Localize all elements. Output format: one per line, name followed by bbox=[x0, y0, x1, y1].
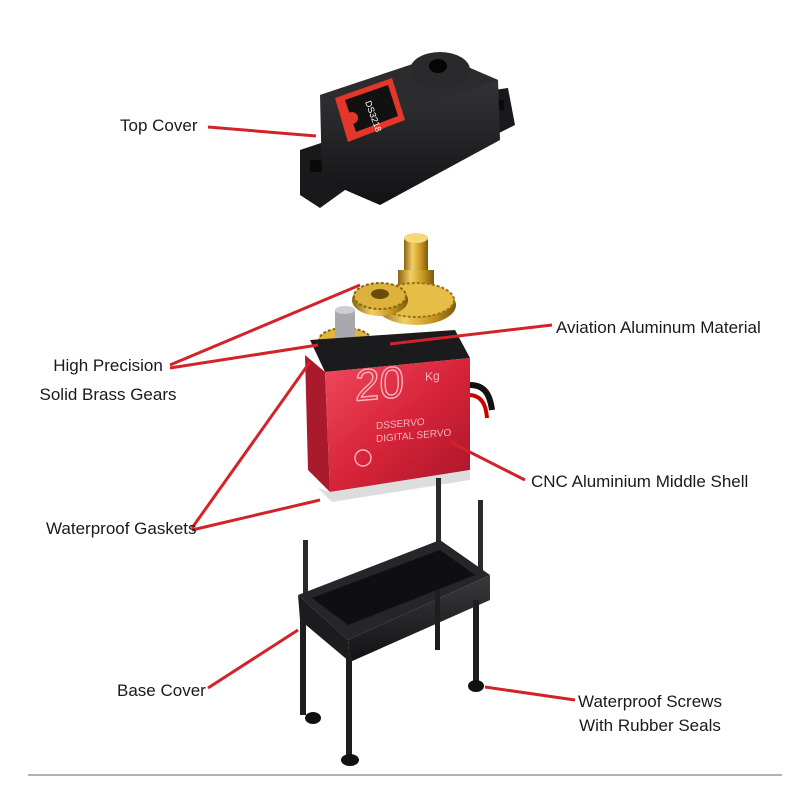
label-cnc: CNC Aluminium Middle Shell bbox=[531, 472, 749, 491]
label-screws-line1: Waterproof Screws bbox=[578, 692, 722, 711]
leader-gears-lower bbox=[169, 343, 319, 370]
leader-screws bbox=[484, 685, 576, 702]
label-gears-line2: Solid Brass Gears bbox=[39, 385, 177, 404]
leader-gears-upper bbox=[169, 283, 361, 367]
leader-aviation bbox=[389, 323, 553, 346]
label-gears-line1: High Precision bbox=[53, 356, 163, 375]
leader-top-cover bbox=[207, 125, 317, 138]
label-top-cover: Top Cover bbox=[120, 116, 198, 135]
label-gaskets: Waterproof Gaskets bbox=[46, 519, 197, 538]
leader-cnc bbox=[449, 440, 526, 482]
cnc-middle-shell-part: 20 Kg DSSERVO DIGITAL SERVO bbox=[305, 330, 495, 502]
shell-load-unit: Kg bbox=[425, 369, 440, 384]
label-base: Base Cover bbox=[117, 681, 206, 700]
leader-gaskets-lower bbox=[191, 498, 321, 532]
base-cover-part bbox=[298, 478, 490, 766]
leader-lines bbox=[169, 125, 576, 702]
label-aviation: Aviation Aluminum Material bbox=[556, 318, 761, 337]
leader-gaskets-upper bbox=[190, 361, 312, 529]
leader-base bbox=[207, 628, 299, 690]
top-cover-part: DS3218 bbox=[300, 52, 515, 208]
shell-brand: DSSERVO bbox=[376, 417, 425, 432]
shell-load-number: 20 bbox=[355, 358, 404, 411]
label-screws-line2: With Rubber Seals bbox=[579, 716, 721, 735]
